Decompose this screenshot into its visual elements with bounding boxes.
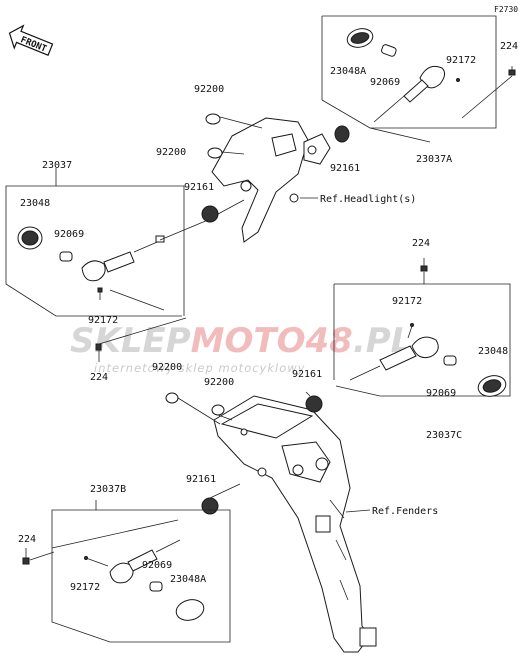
label-92172-bottom: 92172: [70, 582, 100, 593]
label-224-right: 224: [412, 238, 430, 249]
label-92200-top: 92200: [194, 84, 224, 95]
label-92069-left: 92069: [54, 229, 84, 240]
svg-text:SKLEPMOTO48.PL: SKLEPMOTO48.PL: [70, 321, 412, 361]
label-224-top-right: 224: [500, 41, 518, 52]
rear-fender-bracket: [165, 391, 377, 653]
label-23048a-top-right: 23048A: [330, 66, 366, 77]
label-92172-right: 92172: [392, 296, 422, 307]
label-224-left: 224: [90, 372, 108, 383]
label-92172-top-right: 92172: [446, 55, 476, 66]
watermark-brand-b: MOTO: [191, 321, 306, 361]
ref-headlights: Ref.Headlight(s): [320, 194, 416, 205]
label-23037a: 23037A: [416, 154, 452, 165]
label-92200-mid: 92200: [156, 147, 186, 158]
label-23037b: 23037B: [90, 484, 126, 495]
turn-signal-assembly-23037c: [333, 258, 511, 397]
label-23048a-bottom: 23048A: [170, 574, 206, 585]
turn-signal-assembly-23037b: [22, 500, 231, 643]
label-23037c: 23037C: [426, 430, 462, 441]
label-92161-right: 92161: [292, 369, 322, 380]
label-92069-right: 92069: [426, 388, 456, 399]
watermark-brand-c: 48: [305, 321, 353, 361]
watermark-brand-a: SKLEP: [70, 321, 191, 361]
label-23048-right: 23048: [478, 346, 508, 357]
headlight-bracket: [201, 113, 350, 243]
label-92069-top-right: 92069: [370, 77, 400, 88]
watermark-tagline: internetowy sklep motocyklowy: [94, 361, 305, 375]
label-23048-left: 23048: [20, 198, 50, 209]
watermark: SKLEPMOTO48.PL internetowy sklep motocyk…: [70, 321, 412, 375]
label-92172-left: 92172: [88, 315, 118, 326]
label-92161-left: 92161: [184, 182, 214, 193]
label-92161-top: 92161: [330, 163, 360, 174]
diagram-code: F2730: [494, 5, 518, 14]
label-224-bottom: 224: [18, 534, 36, 545]
front-arrow-icon: FRONT: [8, 24, 54, 56]
label-92200-b: 92200: [204, 377, 234, 388]
ref-fenders: Ref.Fenders: [372, 506, 438, 517]
label-92200-a: 92200: [152, 362, 182, 373]
turn-signal-assembly-23037a: [321, 15, 516, 143]
label-23037: 23037: [42, 160, 72, 171]
label-92069-bottom: 92069: [142, 560, 172, 571]
turn-signal-assembly-23037: [5, 168, 209, 362]
label-92161-bottom: 92161: [186, 474, 216, 485]
